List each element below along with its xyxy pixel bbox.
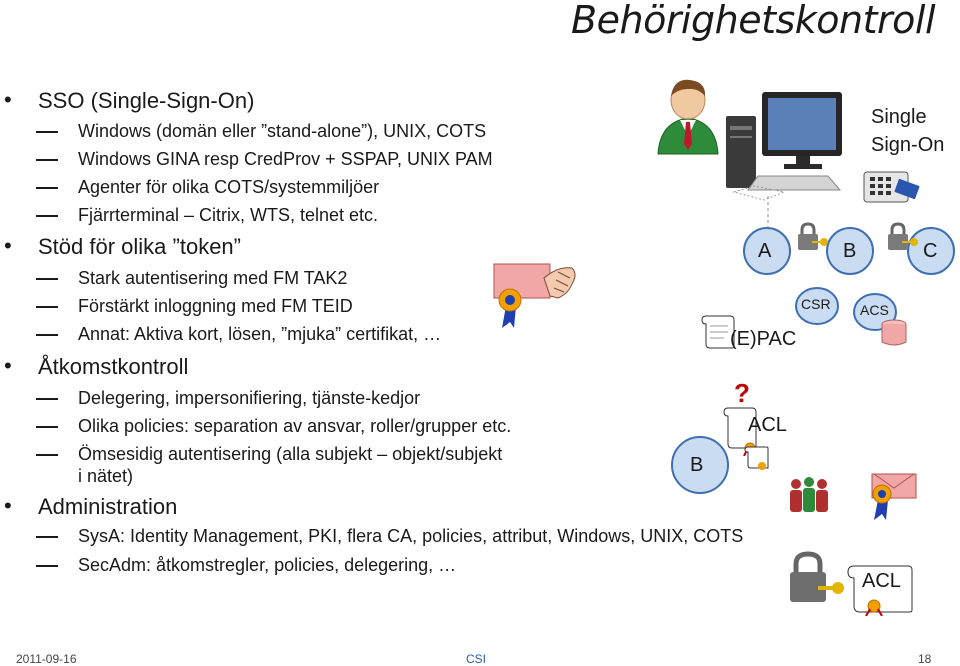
bullet-dot-icon: • [4, 87, 12, 112]
database-icon [881, 319, 907, 346]
dash-icon [36, 278, 58, 280]
sub-item: Annat: Aktiva kort, lösen, ”mjuka” certi… [36, 324, 441, 345]
bullet-dot-icon: • [4, 353, 12, 378]
server-c-circle [907, 227, 955, 275]
acl-scroll-large-icon [847, 565, 913, 616]
token-card-icon [493, 263, 576, 328]
user-person-icon [657, 79, 719, 155]
sub-item: Förstärkt inloggning med FM TEID [36, 296, 353, 317]
dash-icon [36, 536, 58, 538]
server-a-circle [743, 227, 791, 275]
sub-item: SysA: Identity Management, PKI, flera CA… [36, 526, 743, 547]
user-group-icon [790, 477, 828, 512]
dash-icon [36, 398, 58, 400]
dash-icon [36, 306, 58, 308]
admin-padlock-key-icon [790, 551, 844, 602]
sub-item: SecAdm: åtkomstregler, policies, deleger… [36, 555, 456, 576]
card-reader-icon [863, 171, 920, 203]
slide-title: Behörighetskontroll [571, 0, 935, 42]
bullet-administration: •Administration [4, 493, 178, 519]
server-b-circle [826, 227, 874, 275]
bullet-sso: •SSO (Single-Sign-On) [4, 87, 255, 113]
label-acl: ACL [748, 414, 787, 436]
small-scroll-icon [744, 446, 769, 470]
sub-item: Fjärrterminal – Citrix, WTS, telnet etc. [36, 205, 378, 226]
sub-item: Stark autentisering med FM TAK2 [36, 268, 347, 289]
label-acl-bottom: ACL [862, 570, 901, 592]
label-csr: CSR [801, 296, 831, 312]
sub-item: Windows GINA resp CredProv + SSPAP, UNIX… [36, 149, 493, 170]
bullet-access-control: •Åtkomstkontroll [4, 353, 189, 379]
dash-icon [36, 454, 58, 456]
sso-connector-lines [767, 196, 769, 236]
sub-item: Ömsesidig autentisering (alla subjekt – … [36, 444, 502, 465]
label-b: B [843, 240, 857, 262]
label-a: A [758, 240, 772, 262]
acl-scroll-icon [723, 407, 757, 456]
footer-org: CSI [466, 652, 487, 666]
csr-circle [795, 287, 839, 325]
footer-page-number: 18 [918, 652, 932, 666]
sub-item: Windows (domän eller ”stand-alone”), UNI… [36, 121, 486, 142]
computer-icon [726, 92, 842, 201]
padlock-key-icon [888, 222, 918, 250]
sub-item: Delegering, impersonifiering, tjänste-ke… [36, 388, 420, 409]
label-b-large: B [690, 454, 704, 476]
certificate-seal-icon [871, 473, 917, 520]
bullet-dot-icon: • [4, 233, 12, 258]
dash-icon [36, 215, 58, 217]
sso-label-line1: Single [871, 106, 927, 128]
bullet-dot-icon: • [4, 493, 12, 518]
dash-icon [36, 565, 58, 567]
footer-date: 2011-09-16 [16, 652, 77, 666]
question-mark: ? [734, 378, 750, 408]
label-epac: (E)PAC [730, 328, 797, 350]
server-b-large-circle [671, 436, 729, 494]
sub-item-continued: i nätet) [78, 466, 134, 486]
sso-label-line2: Sign-On [871, 134, 945, 156]
label-c: C [923, 240, 938, 262]
dash-icon [36, 159, 58, 161]
label-acs: ACS [860, 302, 889, 318]
certificate-scroll-icon [701, 315, 735, 349]
sub-item: Agenter för olika COTS/systemmiljöer [36, 177, 379, 198]
bullet-token: •Stöd för olika ”token” [4, 233, 241, 259]
dash-icon [36, 187, 58, 189]
dash-icon [36, 334, 58, 336]
dash-icon [36, 426, 58, 428]
padlock-key-icon [798, 222, 828, 250]
dash-icon [36, 131, 58, 133]
sub-item: Olika policies: separation av ansvar, ro… [36, 416, 511, 437]
